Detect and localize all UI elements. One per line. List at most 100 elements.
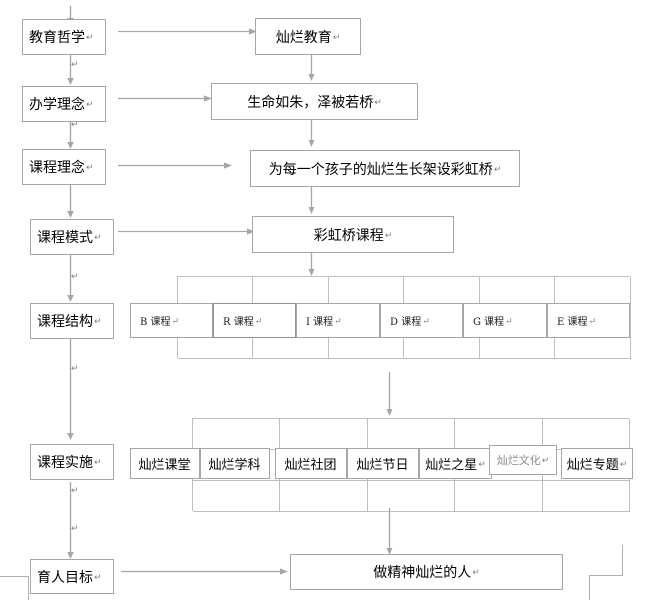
arrow-rainbow-goal-to-rainbow-course <box>307 186 316 215</box>
arrow-school-concept-to-motto <box>118 94 213 103</box>
node-life-motto[interactable]: 生命如朱，泽被若桥↵ <box>211 83 418 120</box>
node-label: 育人目标 <box>37 569 93 586</box>
pilcrow-glyph: ↵ <box>171 316 180 327</box>
grid-cell <box>193 481 280 512</box>
arrow-course-grid-to-implementation-grid <box>385 372 394 417</box>
pilcrow-glyph: ↵ <box>94 317 102 327</box>
chip-course-d[interactable]: D 课程↵ <box>380 303 463 338</box>
chip-label: R 课程 <box>223 317 254 328</box>
chip-label: D 课程 <box>390 317 422 328</box>
arrow-philosophy-to-brilliant-education <box>118 27 258 36</box>
grid-cell <box>280 419 368 450</box>
node-label: 为每一个孩子的灿烂生长架设彩虹桥 <box>268 161 493 178</box>
chip-impl-culture[interactable]: 灿烂文化↵ <box>489 445 557 475</box>
node-course-mode[interactable]: 课程模式↵ <box>30 219 114 255</box>
grid-cell <box>193 419 280 450</box>
pilcrow-mark-6: ↵ <box>71 524 79 534</box>
chip-label: 灿烂之星 <box>425 458 478 473</box>
node-brilliant-education[interactable]: 灿烂教育↵ <box>255 18 361 55</box>
node-education-goal[interactable]: 育人目标↵ <box>30 559 114 594</box>
arrow-brilliant-education-to-motto <box>307 53 316 82</box>
pilcrow-glyph: ↵ <box>472 568 480 578</box>
grid-cell <box>178 332 253 359</box>
node-rainbow-bridge-goal[interactable]: 为每一个孩子的灿烂生长架设彩虹桥↵ <box>250 150 520 187</box>
arrow-structure-to-implementation <box>66 339 75 441</box>
arrow-course-concept-to-mode <box>66 181 75 219</box>
pilcrow-glyph: ↵ <box>334 316 342 327</box>
chip-impl-club[interactable]: 灿烂社团 <box>275 448 347 479</box>
grid-cell <box>555 332 631 359</box>
grid-cell <box>404 332 480 359</box>
grid-cell <box>555 277 631 304</box>
chip-label: 灿烂学科 <box>208 458 261 473</box>
pilcrow-glyph: ↵ <box>94 572 102 583</box>
node-label: 课程实施 <box>37 455 93 471</box>
arrow-implementation-grid-to-final-goal <box>385 508 394 556</box>
node-label: 做精神灿烂的人 <box>373 565 472 581</box>
pilcrow-glyph: ↵ <box>86 163 94 173</box>
grid-cell <box>178 277 253 304</box>
pilcrow-glyph: ↵ <box>254 316 263 327</box>
node-course-implementation[interactable]: 课程实施↵ <box>30 444 114 480</box>
chip-label: E 课程 <box>557 317 588 328</box>
chip-course-e[interactable]: E 课程↵ <box>547 303 630 338</box>
node-edu-philosophy[interactable]: 教育哲学↵ <box>22 19 106 55</box>
chip-impl-star[interactable]: 灿烂之星↵ <box>419 448 492 479</box>
grid-cell <box>480 332 555 359</box>
node-final-goal[interactable]: 做精神灿烂的人↵ <box>290 554 563 590</box>
pilcrow-glyph: ↵ <box>478 459 486 470</box>
pilcrow-glyph: ↵ <box>422 316 430 327</box>
pilcrow-glyph: ↵ <box>86 33 94 43</box>
chip-impl-topic[interactable]: 灿烂专题↵ <box>561 448 633 479</box>
node-label: 教育哲学 <box>29 30 85 46</box>
pilcrow-glyph: ↵ <box>384 230 393 241</box>
grid-cell <box>253 277 329 304</box>
chip-course-b[interactable]: B 课程↵ <box>130 303 213 338</box>
chip-impl-classroom[interactable]: 灿烂课堂 <box>130 448 200 479</box>
node-rainbow-course[interactable]: 彩虹桥课程↵ <box>252 216 454 253</box>
chip-impl-subject[interactable]: 灿烂学科 <box>200 448 270 479</box>
pilcrow-glyph: ↵ <box>619 459 628 470</box>
node-course-concept[interactable]: 课程理念↵ <box>22 149 106 185</box>
grid-cell <box>368 481 455 512</box>
node-label: 灿烂教育 <box>275 29 332 46</box>
chip-label: 灿烂社团 <box>284 458 337 473</box>
pilcrow-glyph: ↵ <box>332 32 341 43</box>
chip-course-r[interactable]: R 课程↵ <box>213 303 296 338</box>
pilcrow-mark-3: ↵ <box>71 272 79 282</box>
pilcrow-glyph: ↵ <box>541 456 550 466</box>
grid-cell <box>368 419 455 450</box>
arrow-philosophy-to-concept <box>66 55 75 86</box>
grid-cell <box>543 481 630 512</box>
node-label: 办学理念 <box>29 97 85 113</box>
pilcrow-glyph: ↵ <box>493 164 502 175</box>
grid-cell <box>480 277 555 304</box>
chip-course-i[interactable]: I 课程↵ <box>296 303 380 338</box>
pilcrow-mark-4: ↵ <box>71 364 79 374</box>
chip-label: 灿烂节日 <box>356 458 409 473</box>
arrow-rainbow-course-to-course-grid <box>307 252 316 277</box>
node-label: 彩虹桥课程 <box>313 227 384 244</box>
arrow-course-concept-to-rainbow-goal <box>118 161 233 170</box>
node-school-concept[interactable]: 办学理念↵ <box>22 86 106 122</box>
pilcrow-glyph: ↵ <box>94 458 102 468</box>
grid-cell <box>329 277 404 304</box>
node-course-structure[interactable]: 课程结构↵ <box>30 303 114 339</box>
pilcrow-mark-5: ↵ <box>71 486 79 496</box>
arrow-implementation-to-goal <box>66 482 75 560</box>
node-label: 课程模式 <box>37 230 93 246</box>
chip-course-g[interactable]: G 课程↵ <box>463 303 547 338</box>
grid-cell <box>280 481 368 512</box>
pilcrow-glyph: ↵ <box>86 100 94 110</box>
chip-label: I 课程 <box>306 317 334 328</box>
chip-label: 灿烂文化 <box>496 454 541 467</box>
chip-label: B 课程 <box>140 317 171 328</box>
pilcrow-glyph: ↵ <box>588 316 597 327</box>
grid-cell <box>329 332 404 359</box>
node-label: 生命如朱，泽被若桥 <box>247 94 374 111</box>
chip-label: 灿烂课堂 <box>138 458 191 473</box>
arrow-motto-to-rainbow-goal <box>307 119 316 148</box>
arrow-mode-to-rainbow-course <box>118 227 256 236</box>
pilcrow-glyph: ↵ <box>94 233 102 243</box>
chip-impl-festival[interactable]: 灿烂节日 <box>347 448 419 479</box>
